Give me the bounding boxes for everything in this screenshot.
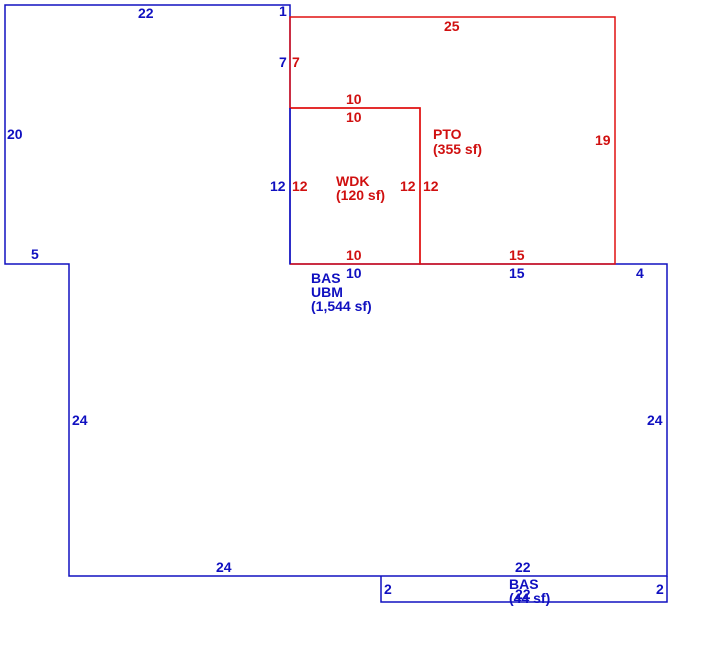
area-bas-small-sf: (44 sf) [509,590,550,606]
dim-bas-upper-left: 20 [7,126,23,142]
area-bas-small-code: BAS [509,576,539,592]
dim-bas-right: 24 [647,412,663,428]
dim-bas-inner-7: 7 [279,54,287,70]
area-pto-sf: (355 sf) [433,141,482,157]
dim-bas-notch: 1 [279,3,287,19]
dim-pto-bottom-15: 15 [509,247,525,263]
dim-bas-bottom-right: 22 [515,559,531,575]
area-wdk-code: WDK [336,173,369,189]
dim-bas-top: 22 [138,5,154,21]
dim-bas-mid-10: 10 [346,265,362,281]
dim-bas-step-left: 5 [31,246,39,262]
dim-pto-top: 25 [444,18,460,34]
dim-small-right: 2 [656,581,664,597]
dim-wdk-top-inner: 10 [346,109,362,125]
area-ubm-code: UBM [311,284,343,300]
area-pto-code: PTO [433,126,462,142]
wdk-outline [290,107,421,265]
dim-pto-right: 19 [595,132,611,148]
dim-bas-inner-12: 12 [270,178,286,194]
dim-bas-lower-left: 24 [72,412,88,428]
dim-bas-lower-bottom: 24 [216,559,232,575]
dim-pto-left-7: 7 [292,54,300,70]
dim-small-bottom: 22 [515,586,531,602]
dim-bas-step-right: 4 [636,265,644,281]
dim-wdk-top-outer: 10 [346,91,362,107]
dim-wdk-bottom: 10 [346,247,362,263]
dim-bas-mid-15: 15 [509,265,525,281]
dim-wdk-left: 12 [292,178,308,194]
area-wdk-sf: (120 sf) [336,187,385,203]
dim-wdk-right-inner: 12 [400,178,416,194]
dim-small-left: 2 [384,581,392,597]
area-bas-sf: (1,544 sf) [311,298,372,314]
area-bas-code: BAS [311,270,341,286]
dim-wdk-right-outer: 12 [423,178,439,194]
bas-small-outline [380,576,668,603]
